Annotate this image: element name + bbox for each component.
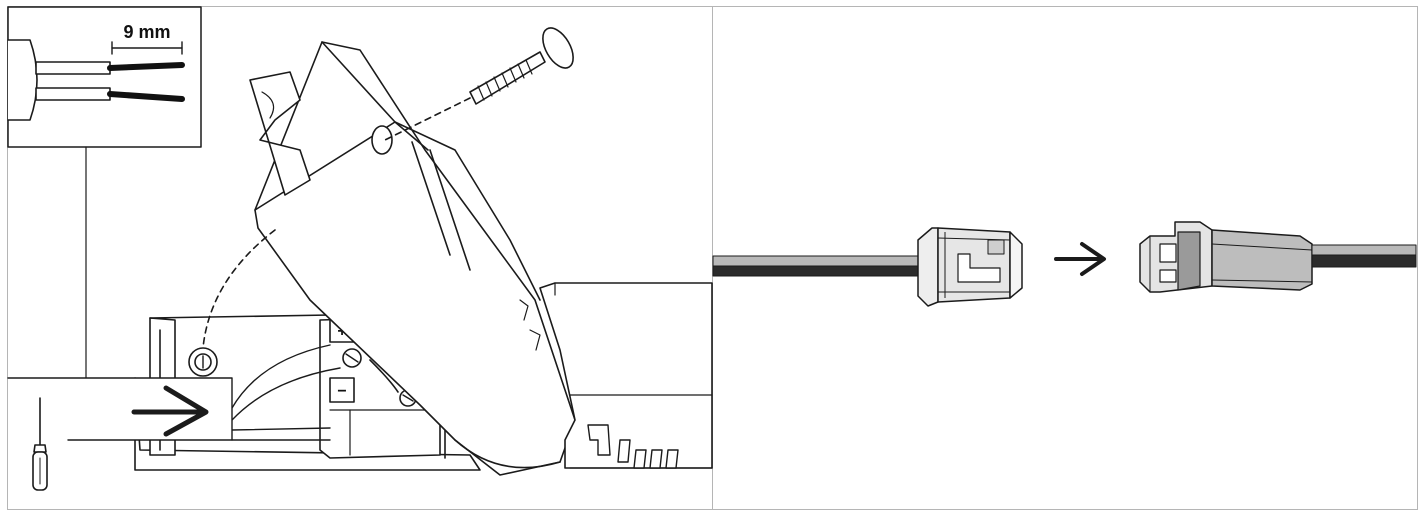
wire-insert-guide xyxy=(7,377,233,441)
led-driver-housing xyxy=(539,282,713,469)
screw-guide-line xyxy=(384,97,471,141)
connect-arrow-icon xyxy=(1054,242,1106,276)
wire-conductors xyxy=(35,61,185,102)
left-cable xyxy=(712,255,929,277)
right-panel xyxy=(712,221,1417,307)
female-connector xyxy=(917,227,1023,307)
screw-icon xyxy=(469,27,574,105)
male-connector xyxy=(1139,221,1313,293)
wire-strip-inset: 9 mm xyxy=(7,6,202,148)
tilted-cover xyxy=(249,41,576,476)
cover-swing-arc xyxy=(202,229,276,349)
terminal-minus-marking: − xyxy=(337,383,346,400)
left-panel: 9 mm + − xyxy=(7,6,713,491)
strip-length-dimension: 9 mm xyxy=(111,22,183,55)
base-screw xyxy=(188,347,218,377)
screwdriver-icon xyxy=(32,397,48,491)
right-cable xyxy=(1311,244,1417,268)
insert-arrow-icon xyxy=(131,385,209,437)
strip-length-label: 9 mm xyxy=(123,22,170,42)
